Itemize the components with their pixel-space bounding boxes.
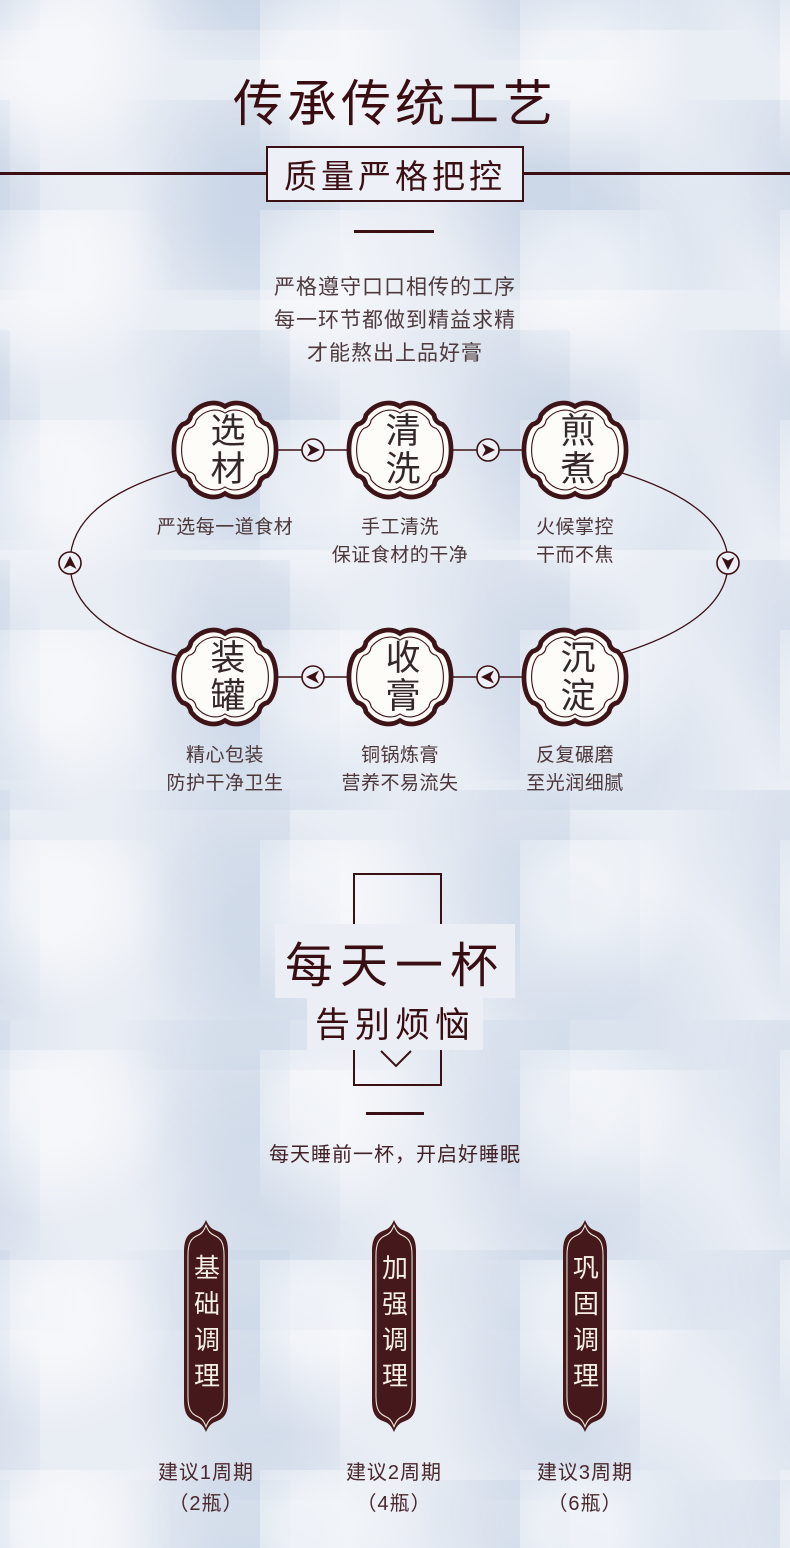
ornate-frame-icon	[346, 627, 454, 727]
plan-cycle: 建议3周期	[536, 1462, 634, 1484]
step-description: 反复碾磨 至光润细腻	[526, 745, 624, 794]
plan-label: 巩固调理	[569, 1254, 600, 1398]
page-title: 传承传统工艺	[233, 76, 557, 132]
slogan-headline: 每天一杯	[0, 924, 790, 998]
ornate-frame-icon	[521, 627, 629, 727]
step-name: 装罐	[205, 639, 245, 715]
process-flow-diagram: 选材 清洗 煎煮 严选每一道食材 手工清洗 保证食材的干净 火候掌控	[0, 390, 790, 810]
step-badge-chendian: 沉淀	[518, 625, 632, 729]
intro-line: 严格遵守口口相传的工序	[274, 276, 516, 299]
step-name: 选材	[205, 412, 245, 488]
step-description: 精心包装 防护干净卫生	[166, 745, 284, 794]
chevron-down-icon	[380, 1050, 412, 1068]
vertical-banner-icon	[372, 1220, 416, 1432]
plan-banner-consolidate: 巩固调理	[561, 1220, 609, 1432]
step-description: 火候掌控 干而不焦	[535, 517, 614, 566]
arc-arrow-up-icon	[63, 556, 77, 569]
slogan-caption: 每天睡前一杯，开启好睡眠	[269, 1144, 521, 1166]
subtitle-badge: 质量严格把控	[266, 146, 524, 202]
step-description: 严选每一道食材	[156, 517, 294, 538]
flow-arrow-right-icon	[307, 443, 320, 457]
step-badge-shougao: 收膏	[343, 625, 457, 729]
plan-banner-enhanced: 加强调理	[370, 1220, 418, 1432]
step-badge-xuancai: 选材	[168, 398, 282, 502]
ornate-frame-icon	[171, 627, 279, 727]
plan-bottles: （6瓶）	[547, 1493, 623, 1515]
step-badge-jianzhu: 煎煮	[518, 398, 632, 502]
ornate-frame-icon	[346, 400, 454, 500]
flow-arrow-left-icon	[306, 670, 319, 684]
step-name: 收膏	[380, 639, 420, 715]
flow-connectors	[58, 438, 740, 689]
plan-banner-basic: 基础调理	[182, 1220, 230, 1432]
step-name: 煎煮	[555, 412, 595, 488]
step-description: 手工清洗 保证食材的干净	[331, 517, 469, 566]
step-name: 清洗	[380, 412, 420, 488]
step-badge-zhuangguan: 装罐	[168, 625, 282, 729]
intro-line: 才能熬出上品好膏	[307, 342, 483, 365]
plan-label: 基础调理	[190, 1254, 221, 1398]
plan-cycle: 建议2周期	[345, 1462, 443, 1484]
step-description: 铜锅炼膏 营养不易流失	[341, 745, 459, 794]
intro-paragraph: 严格遵守口口相传的工序 每一环节都做到精益求精 才能熬出上品好膏	[0, 271, 790, 370]
plan-bottles: （2瓶）	[168, 1493, 244, 1515]
flow-arrow-left-icon	[481, 670, 494, 684]
ornate-frame-icon	[521, 400, 629, 500]
step-badge-qingxi: 清洗	[343, 398, 457, 502]
flow-arrow-right-icon	[482, 443, 495, 457]
plan-cycle: 建议1周期	[157, 1462, 255, 1484]
vertical-banner-icon	[184, 1220, 228, 1432]
ornate-frame-icon	[171, 400, 279, 500]
arc-arrow-down-icon	[721, 557, 735, 570]
slogan-subline: 告别烦恼	[0, 995, 790, 1050]
vertical-banner-icon	[563, 1220, 607, 1432]
plan-label: 加强调理	[378, 1254, 409, 1398]
short-divider	[354, 230, 434, 233]
step-name: 沉淀	[555, 639, 595, 715]
intro-line: 每一环节都做到精益求精	[274, 309, 516, 332]
short-divider	[366, 1112, 424, 1115]
plan-bottles: （4瓶）	[356, 1493, 432, 1515]
